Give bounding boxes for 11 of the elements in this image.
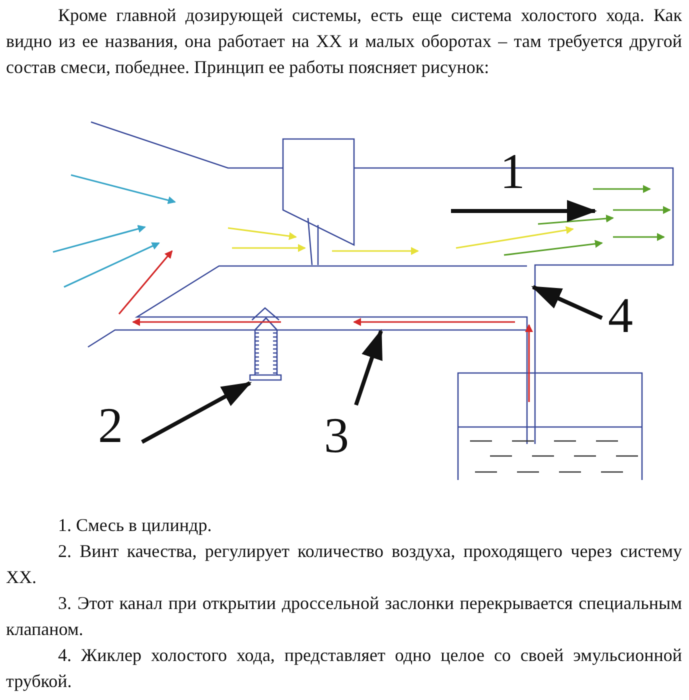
paragraph-text: 3. Этот канал при открытии дроссельной заслонки перекрывается специальным клапаном.	[6, 592, 682, 641]
leader-arrow	[141, 381, 252, 444]
paragraph-text: 2. Винт качества, регулирует количество воздуха, проходящего через систему ХХ.	[6, 540, 682, 589]
callout-number: 4	[608, 290, 633, 340]
callout-number: 2	[98, 400, 123, 450]
leader-arrow	[354, 329, 383, 406]
callout-number: 3	[324, 410, 349, 460]
leader-arrow	[531, 285, 603, 320]
paragraph-text: Кроме главной дозирующей системы, есть еще система холостого хода. Как видно из ее названия, она работает на ХХ и малых оборотах – там требуется другой состав смеси, победнее. Принцип ее работы поясняет рисунок:	[6, 4, 682, 79]
paragraph-text: 4. Жиклер холостого хода, представляет одно целое со своей эмульсионной трубкой.	[6, 644, 682, 693]
paragraph-text: 1. Смесь в цилиндр.	[57, 514, 213, 537]
